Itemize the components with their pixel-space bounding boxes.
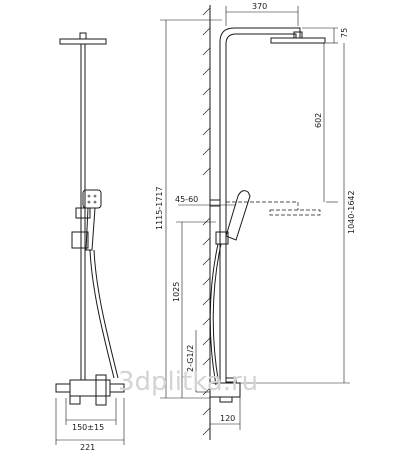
dimension-lines: [160, 6, 350, 430]
watermark: 3dplitka.ru: [118, 367, 258, 397]
dim-head-height: 75: [340, 28, 349, 38]
front-hose: [89, 249, 115, 379]
front-mixer-handle: [95, 374, 107, 406]
alt-head-position: [226, 201, 299, 210]
dim-mixer-height: 1025: [172, 282, 181, 302]
front-slider: [75, 207, 91, 219]
front-rain-head: [59, 38, 107, 45]
side-hose: [209, 243, 219, 386]
dim-inlet-thread: 2-G1/2: [186, 345, 195, 372]
side-view: [209, 27, 326, 403]
side-rain-head: [270, 37, 326, 44]
front-head-connector: [79, 32, 87, 40]
dim-mixer-depth: 120: [220, 414, 235, 423]
side-hand-shower: [225, 190, 251, 241]
front-mixer-body: [69, 379, 111, 397]
front-hand-shower-handle: [85, 207, 96, 251]
dim-adjustable-height: 1040-1642: [347, 190, 356, 234]
side-slider: [215, 231, 229, 245]
side-column-arm: [219, 27, 301, 383]
side-top-bracket: [209, 199, 221, 207]
wall: [202, 5, 211, 440]
front-view: 150±15 221: [55, 32, 125, 452]
front-hand-shower-head: [82, 189, 102, 209]
dim-inlet-spacing: 150±15: [72, 423, 104, 432]
dim-total-height: 1115-1717: [155, 186, 164, 230]
dim-mixer-width: 221: [80, 443, 95, 452]
dim-rail-offset: 45-60: [175, 195, 198, 204]
wall-hatching: [202, 7, 211, 436]
dim-head-drop: 602: [314, 113, 323, 128]
dim-head-reach: 370: [252, 2, 267, 11]
